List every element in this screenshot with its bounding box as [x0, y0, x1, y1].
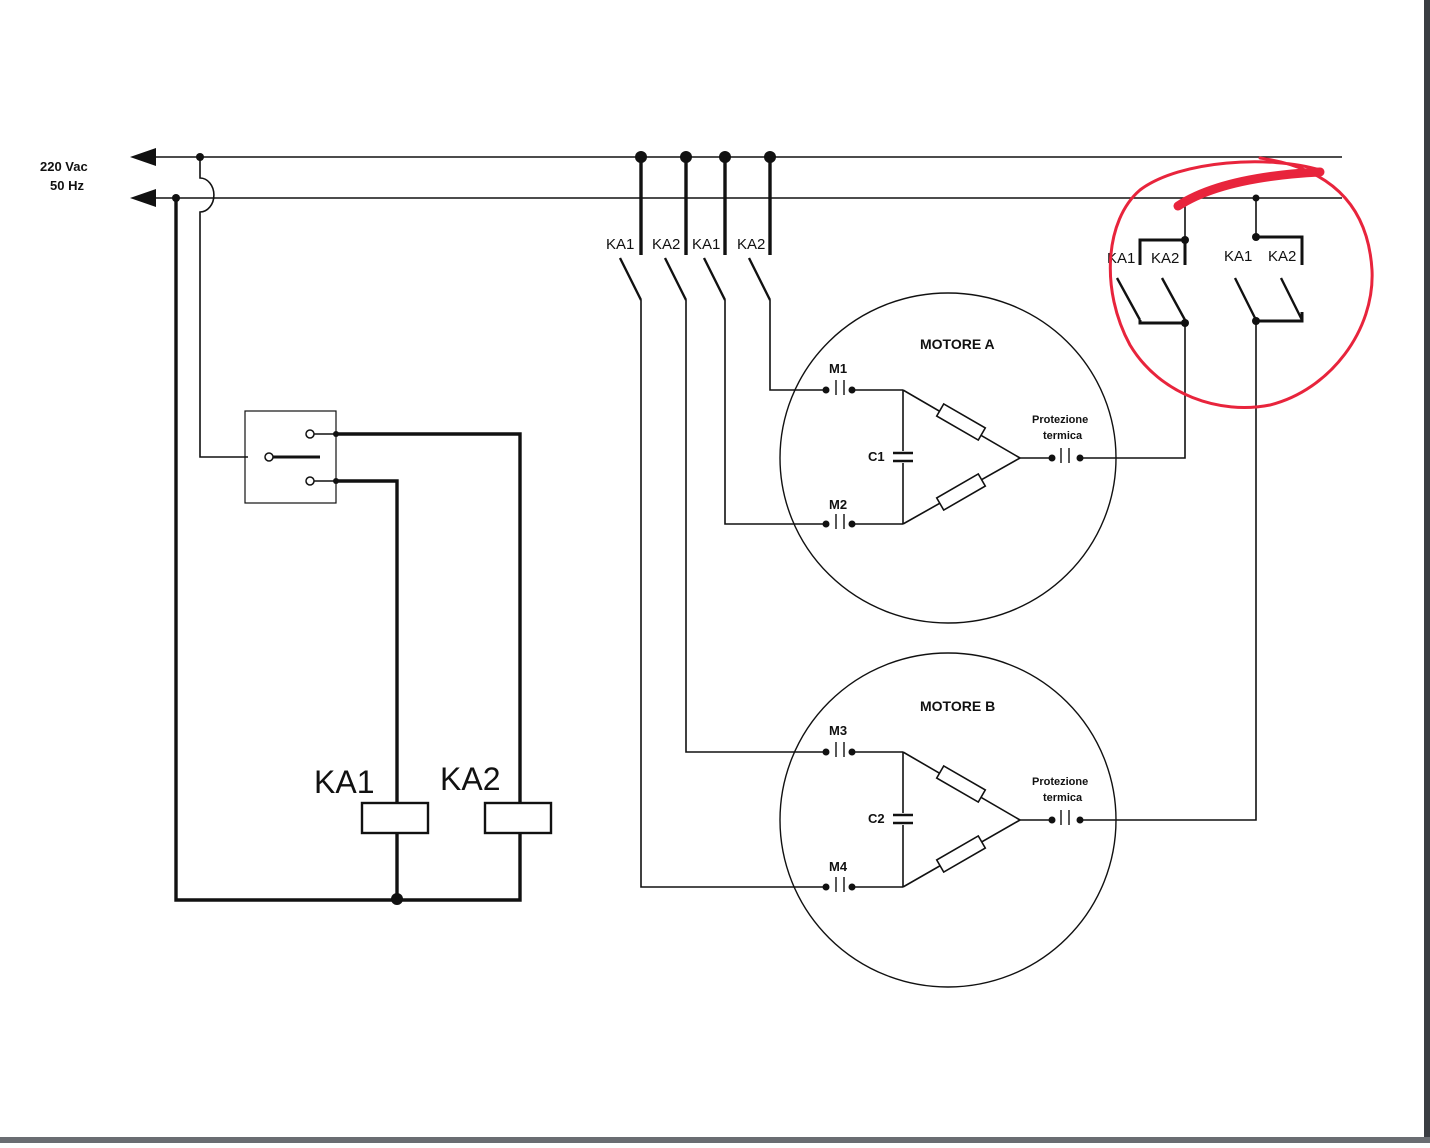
contact-label-ka2-c: KA2: [1151, 250, 1179, 267]
neutral-return-wire: [174, 198, 522, 902]
contact-blade: [1160, 277, 1187, 321]
annotation-circle-stroke: [1108, 156, 1374, 409]
top-contacts: KA1 KA2 KA1 KA2: [606, 151, 776, 301]
wire-to-m1: [769, 300, 826, 391]
motor-a-return-wire: [1080, 323, 1186, 459]
supply-frequency-label: 50 Hz: [50, 178, 84, 193]
contact-bridge: [1138, 320, 1185, 325]
junction-dot: [1252, 317, 1260, 325]
motor-a-title: MOTORE A: [920, 336, 995, 352]
motor-b-winding-2: [935, 834, 987, 874]
supply-arrow-1-icon: [130, 148, 156, 166]
motor-b-return-wire: [1080, 321, 1257, 821]
motor-b-winding-1: [935, 764, 987, 804]
contact-blade: [702, 257, 727, 301]
contact-blade: [1233, 277, 1258, 321]
contact-bridge: [1138, 238, 1187, 265]
motor-a-winding-2: [935, 472, 987, 512]
wire-to-m2: [724, 300, 826, 525]
motor-a: MOTORE A M1 M2 C1 Protezione termica: [779, 292, 1186, 624]
motor-a-terminal-m2: M2: [829, 497, 847, 512]
selector-feed-wire: [199, 157, 248, 458]
contact-blade: [747, 257, 772, 301]
contact-blade: [1115, 277, 1142, 321]
motor-a-winding-1: [935, 402, 987, 442]
coil-ka2: [483, 801, 553, 835]
terminal-dot: [1048, 454, 1056, 462]
supply-voltage-label: 220 Vac: [40, 159, 88, 174]
junction-dot: [1181, 319, 1189, 327]
supply-arrow-2-icon: [130, 189, 156, 207]
coil-ka1-label: KA1: [314, 764, 374, 800]
right-contacts-b: KA1 KA2: [1224, 194, 1304, 325]
red-annotation-circle: [1108, 156, 1374, 409]
contact-blade: [1279, 277, 1304, 321]
coil-ka2-label: KA2: [440, 761, 500, 797]
coil-ka1-feed-wire: [336, 479, 399, 803]
motor-a-protection-label-2: termica: [1043, 430, 1083, 442]
capacitor-c1-label: C1: [868, 449, 885, 464]
motor-a-protection-label-1: Protezione: [1032, 414, 1088, 426]
window-edge-bottom: [0, 1137, 1430, 1143]
motor-b-terminal-m4: M4: [829, 859, 848, 874]
selector-terminal-1: [305, 429, 315, 439]
contact-label-ka1-d: KA1: [1224, 248, 1252, 265]
terminal-dot: [822, 520, 830, 528]
contact-label-ka1-b: KA1: [692, 236, 720, 253]
contact-label-ka1-c: KA1: [1107, 250, 1135, 267]
contact-blade: [618, 257, 643, 301]
wire-to-m4: [640, 300, 826, 888]
contact-label-ka1-a: KA1: [606, 236, 634, 253]
annotation-stroke: [1173, 167, 1325, 211]
motor-a-terminal-m1: M1: [829, 361, 847, 376]
contact-bridge: [1256, 235, 1304, 265]
terminal-dot: [822, 748, 830, 756]
motor-b-protection-label-1: Protezione: [1032, 776, 1088, 788]
motor-b: MOTORE B M3 M4 C2 Protezione termica: [779, 321, 1257, 988]
contact-blade: [663, 257, 688, 301]
terminal-dot: [822, 883, 830, 891]
coil-ka2-feed-wire: [336, 432, 522, 803]
coil-ka1: [360, 801, 430, 835]
selector-switch-box: [244, 410, 337, 504]
motor-b-title: MOTORE B: [920, 698, 995, 714]
wire-to-m3: [685, 300, 826, 753]
motor-b-terminal-m3: M3: [829, 723, 847, 738]
window-edge-right: [1424, 0, 1430, 1143]
contact-label-ka2-d: KA2: [1268, 248, 1296, 265]
right-contacts-a: KA1 KA2: [1107, 198, 1189, 327]
terminal-dot: [822, 386, 830, 394]
capacitor-c2-label: C2: [868, 811, 885, 826]
terminal-dot: [1048, 816, 1056, 824]
contact-label-ka2-a: KA2: [652, 236, 680, 253]
selector-common-terminal: [264, 452, 274, 462]
contact-bridge: [1256, 312, 1304, 323]
selector-terminal-2: [305, 476, 315, 486]
motor-b-protection-label-2: termica: [1043, 792, 1083, 804]
contact-label-ka2-b: KA2: [737, 236, 765, 253]
